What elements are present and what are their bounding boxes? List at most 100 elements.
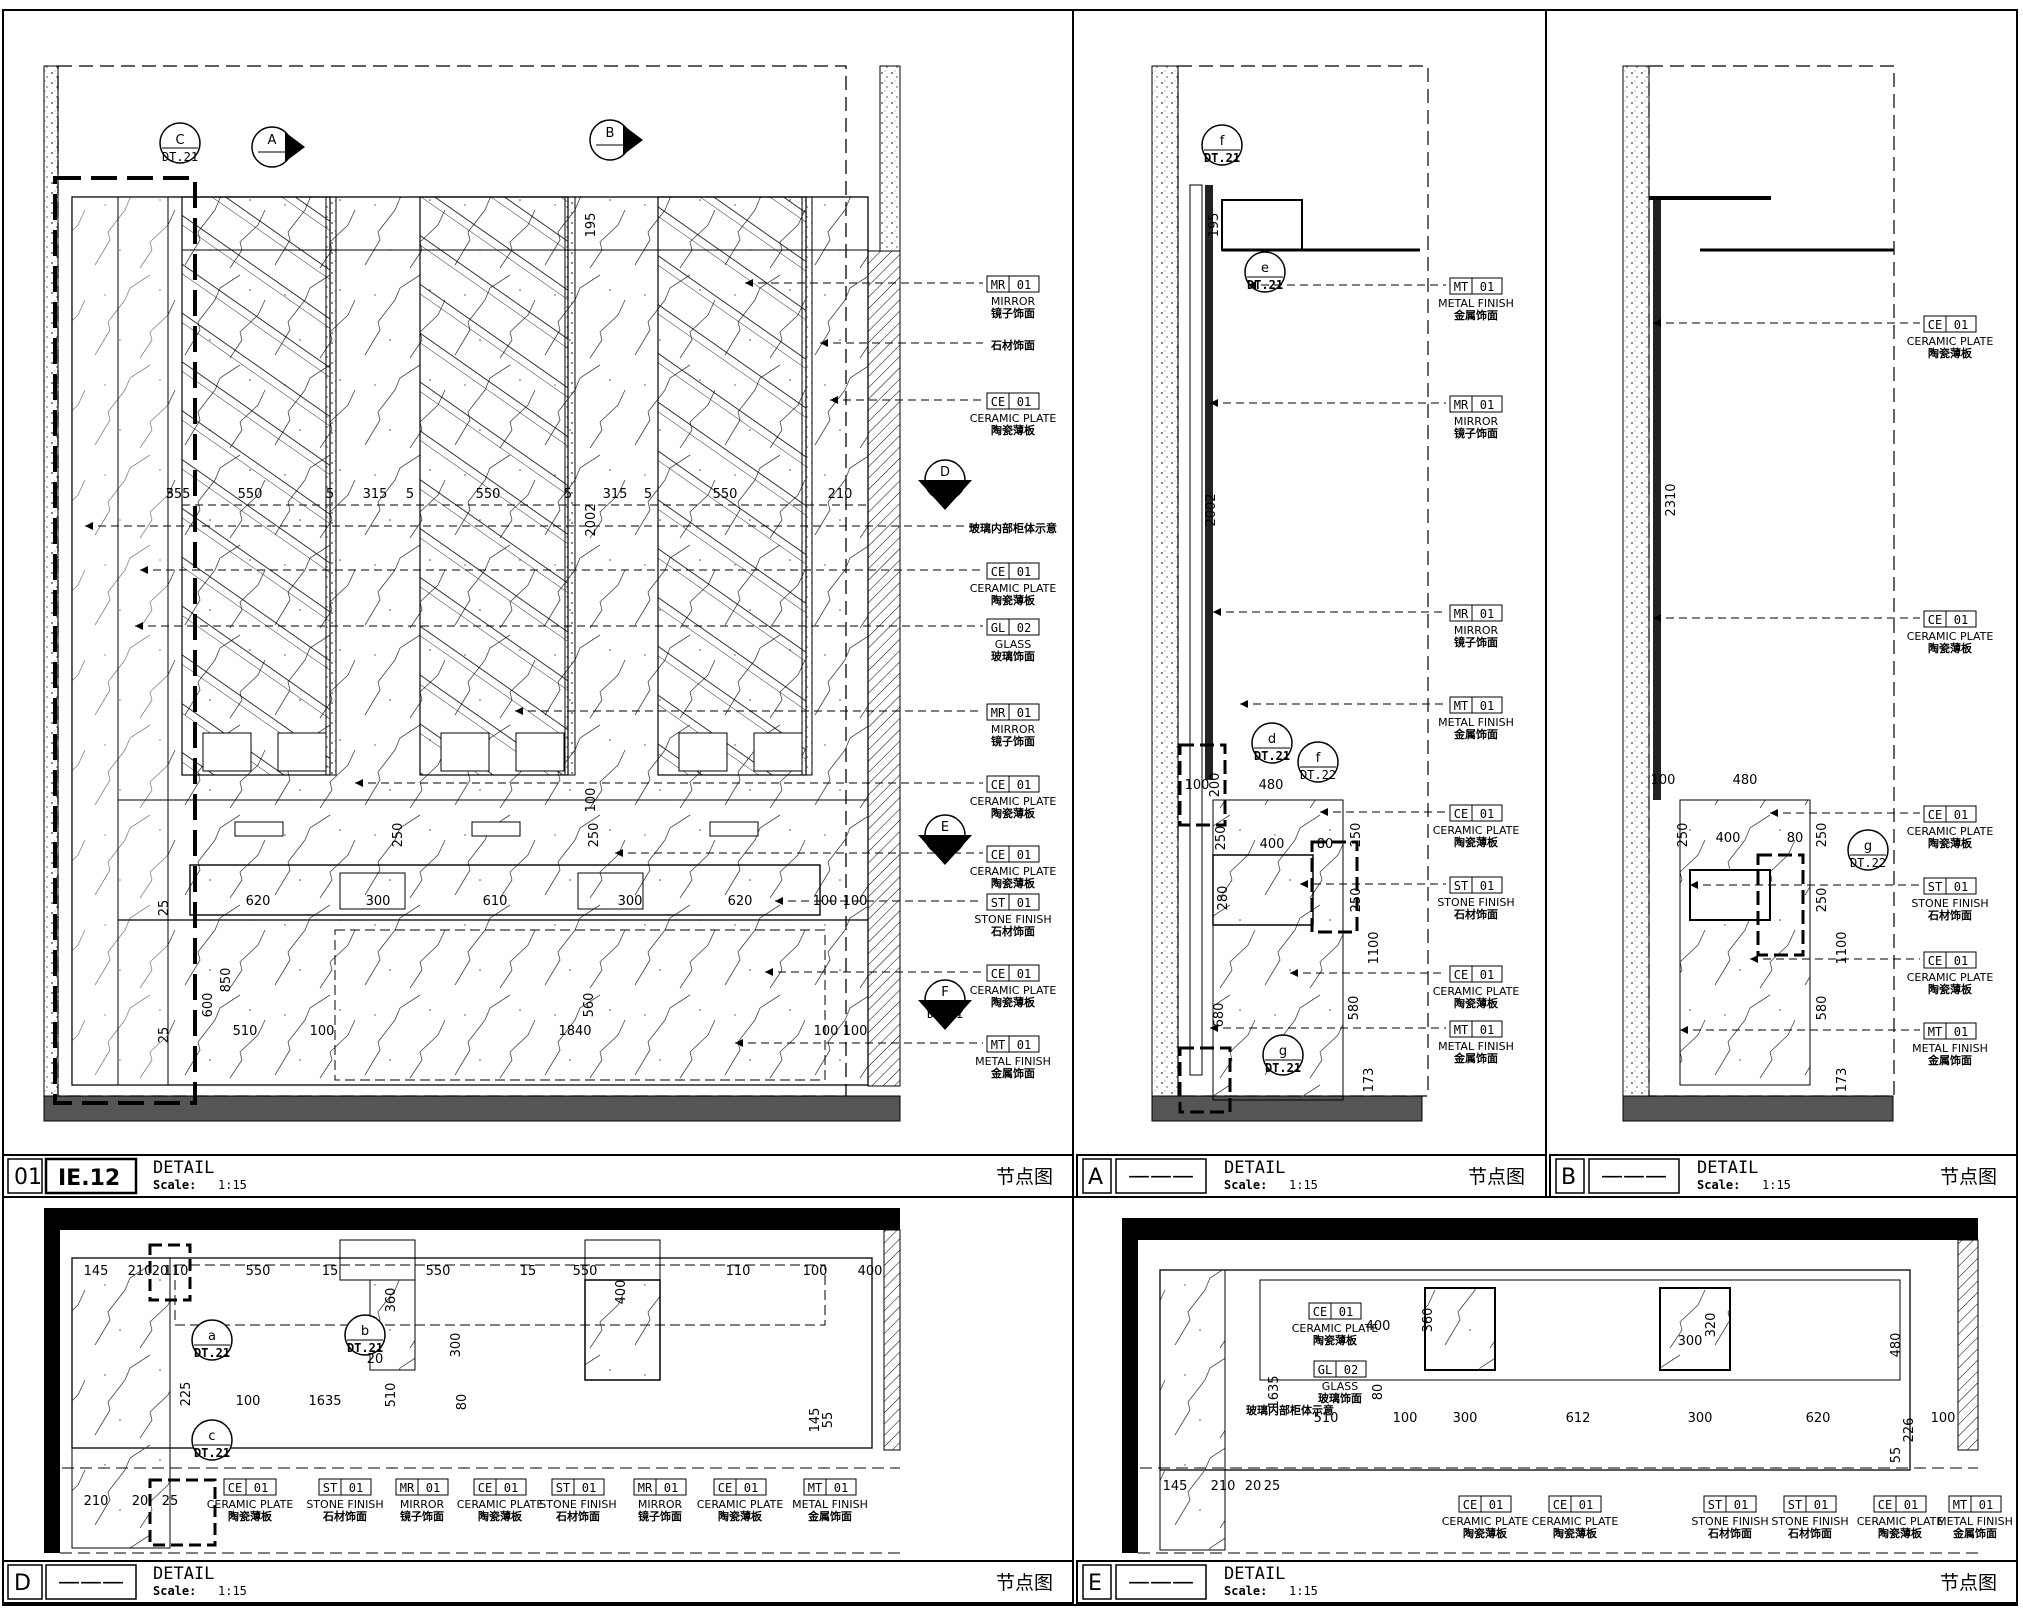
marker-letter: f <box>1220 134 1225 149</box>
marker-letter: B <box>606 126 615 141</box>
dimension-label: 600 <box>201 993 216 1018</box>
marker-ref: DT.21 <box>1204 151 1240 165</box>
tag-cn: 陶瓷薄板 <box>1878 1526 1923 1540</box>
dimension-label: 110 <box>726 1264 751 1279</box>
marker-B: B <box>589 119 643 161</box>
tag-number: 01 <box>1480 807 1494 821</box>
tag-en: METAL FINISH <box>1438 297 1514 310</box>
tag-en: CERAMIC PLATE <box>1532 1515 1619 1528</box>
tag-cn: 陶瓷薄板 <box>1463 1526 1508 1540</box>
tag-code: MT <box>991 1038 1005 1052</box>
tag-number: 01 <box>1480 607 1494 621</box>
dimension-label: 1840 <box>558 1024 591 1039</box>
marker-A: A <box>251 126 305 168</box>
dimension-label: 580 <box>1815 996 1830 1021</box>
tag-code: CE <box>228 1481 242 1495</box>
tag-en: CERAMIC PLATE <box>457 1498 544 1511</box>
tag-en: METAL FINISH <box>792 1498 868 1511</box>
tag-cn: 镜子饰面 <box>1454 635 1498 649</box>
tag-cn: 陶瓷薄板 <box>1928 982 1973 996</box>
tag-number: 01 <box>254 1481 268 1495</box>
tag-group: 玻璃内部柜体示意 <box>85 521 1057 535</box>
tag-number: 01 <box>1017 1038 1031 1052</box>
tag-en: METAL FINISH <box>1937 1515 2013 1528</box>
tag-code: ST <box>1928 880 1942 894</box>
tag-number: 01 <box>1017 778 1031 792</box>
scale-value: 1:15 <box>1289 1584 1318 1598</box>
tag-code: MR <box>1454 607 1469 621</box>
dimension-label: 100 <box>814 1024 839 1039</box>
tag-en: CERAMIC PLATE <box>1907 335 1994 348</box>
dimension-label: 5 <box>406 487 414 502</box>
dimension-label: 5 <box>326 487 334 502</box>
tag-code: MR <box>991 706 1006 720</box>
marker-letter: C <box>175 133 184 148</box>
dimension-label: 400 <box>1366 1319 1391 1334</box>
tag-code: MT <box>1953 1498 1967 1512</box>
tag-number: 01 <box>1017 565 1031 579</box>
tag-cn: 陶瓷薄板 <box>228 1509 273 1523</box>
tag-en: CERAMIC PLATE <box>970 795 1057 808</box>
marker-letter: d <box>1268 732 1276 747</box>
tag-number: 01 <box>1480 699 1494 713</box>
scale-value: 1:15 <box>1762 1178 1791 1192</box>
panel-id: 01 <box>14 1165 42 1190</box>
marker-ref: DT.21 <box>347 1341 383 1355</box>
tag-code: MT <box>1928 1025 1942 1039</box>
scale-value: 1:15 <box>1289 1178 1318 1192</box>
tag-cn: 金属饰面 <box>807 1509 852 1523</box>
panel-ref: ——— <box>58 1570 124 1595</box>
dimension-label: 250 <box>1815 888 1830 913</box>
tag-number: 01 <box>1954 318 1968 332</box>
tag-code: ST <box>1788 1498 1802 1512</box>
tag-cn: 金属饰面 <box>1453 1051 1498 1065</box>
dimension-label: 15 <box>520 1264 537 1279</box>
tag-number: 01 <box>1017 278 1031 292</box>
tag-number: 01 <box>1904 1498 1918 1512</box>
tag-number: 02 <box>1017 621 1031 635</box>
tag-code: CE <box>1454 807 1468 821</box>
marker-ref: DT.21 <box>927 1007 963 1021</box>
tag-number: 01 <box>1017 706 1031 720</box>
dimension-label: 250 <box>1349 888 1364 913</box>
material-tag: 石材饰面 <box>990 338 1035 352</box>
dimension-label: 210 <box>828 487 853 502</box>
tag-cn: 陶瓷薄板 <box>991 423 1036 437</box>
dimension-label: 2310 <box>1664 483 1679 516</box>
dimension-label: 620 <box>728 894 753 909</box>
tag-group: 石材饰面 <box>820 338 1035 352</box>
section-A <box>1151 65 1429 1122</box>
tag-en: STONE FINISH <box>974 913 1051 926</box>
scale-label: Scale: <box>1697 1178 1740 1192</box>
tag-number: 01 <box>1480 1023 1494 1037</box>
title-block-D: D ——— DETAIL Scale: 1:15 节点图 <box>2 1560 1074 1604</box>
tag-en: MIRROR <box>400 1498 445 1511</box>
tag-number: 01 <box>1814 1498 1828 1512</box>
panel-cn-title: 节点图 <box>1940 1572 1997 1594</box>
dimension-label: 400 <box>1716 831 1741 846</box>
tag-code: CE <box>991 967 1005 981</box>
tag-code: CE <box>478 1481 492 1495</box>
dimension-label: 5 <box>644 487 652 502</box>
tag-code: MT <box>1454 699 1468 713</box>
